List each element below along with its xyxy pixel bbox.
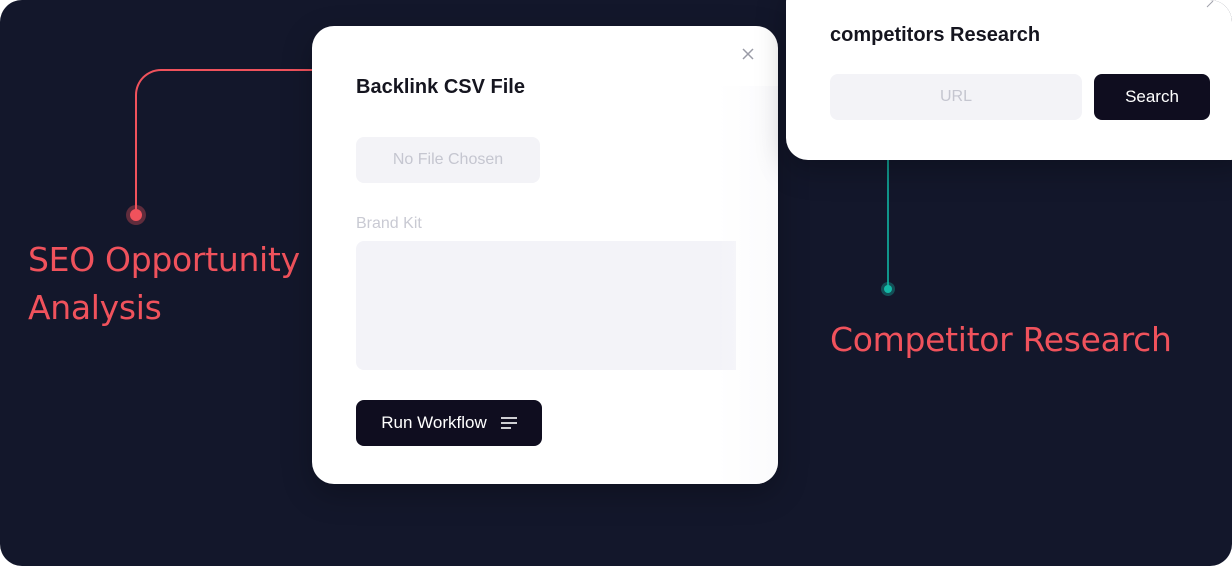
research-card-title: competitors Research	[830, 24, 1041, 46]
search-button[interactable]: Search	[1094, 74, 1210, 120]
brand-kit-textarea[interactable]	[356, 241, 736, 370]
feature-label-competitor-research: Competitor Research	[830, 320, 1172, 359]
connector-line-right	[887, 150, 889, 288]
backlink-modal: Backlink CSV File No File Chosen Brand K…	[312, 26, 778, 484]
brand-kit-label: Brand Kit	[356, 215, 422, 232]
feature-label-seo-opportunity: SEO Opportunity Analysis	[28, 240, 300, 327]
file-chooser-button[interactable]: No File Chosen	[356, 137, 540, 183]
connector-dot-right	[881, 282, 895, 296]
lines-icon	[500, 417, 517, 429]
modal-title: Backlink CSV File	[356, 76, 525, 98]
connector-dot-left	[126, 205, 146, 225]
collapse-icon[interactable]	[1206, 0, 1214, 8]
competitors-research-card: competitors Research Search	[786, 0, 1232, 160]
url-input[interactable]	[830, 74, 1082, 120]
close-icon[interactable]	[738, 44, 758, 64]
run-workflow-button[interactable]: Run Workflow	[356, 400, 542, 446]
run-workflow-label: Run Workflow	[381, 413, 487, 432]
connector-line-left	[135, 69, 335, 215]
